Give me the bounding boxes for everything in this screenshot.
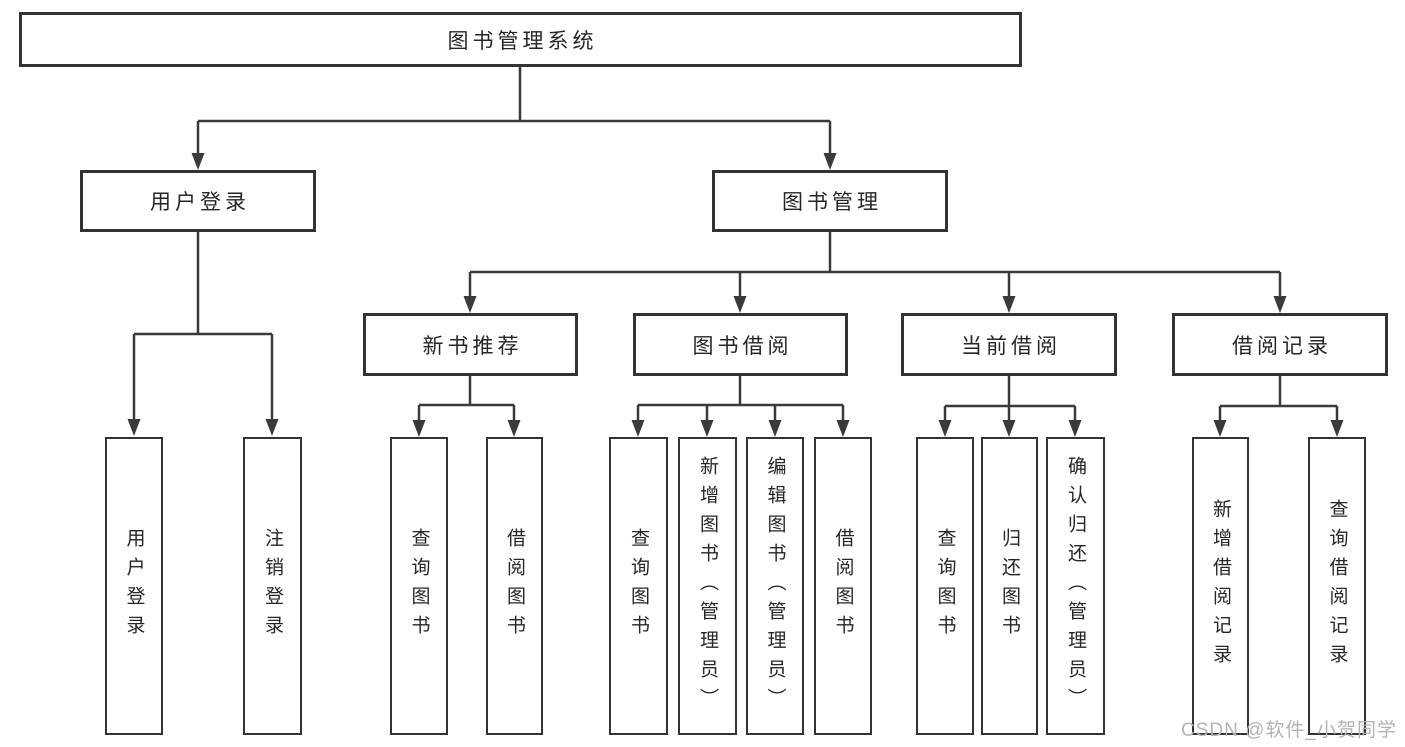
node-label: 当前借阅 [961,334,1061,358]
node-current-borrow: 当前借阅 [901,313,1117,376]
node-label: 新增借阅记录 [1210,499,1231,673]
arrowhead [1002,420,1016,437]
node-leaf-confirm-return-admin: 确认归还（管理员） [1046,437,1105,735]
node-leaf-return-books: 归还图书 [981,437,1038,735]
arrowhead [463,296,477,313]
arrowhead [938,420,952,437]
node-borrow-records: 借阅记录 [1172,313,1388,376]
node-leaf-query-books-borrow: 查询图书 [609,437,668,735]
node-label: 查询图书 [408,528,430,644]
node-user-login: 用户登录 [80,170,316,232]
node-leaf-query-books-recommend: 查询图书 [390,437,448,735]
arrowhead [1213,420,1227,437]
arrowhead [127,419,141,436]
node-label: 注销登录 [262,528,283,644]
arrowhead [836,420,850,437]
node-leaf-query-borrow-record: 查询借阅记录 [1308,437,1366,735]
node-leaf-logout: 注销登录 [243,437,302,735]
node-label: 新书推荐 [422,334,523,358]
node-book-borrow: 图书借阅 [633,313,848,376]
arrowhead-group [127,153,1344,437]
arrowhead [1068,420,1082,437]
node-label: 借阅图书 [504,528,525,644]
arrowhead [507,420,521,437]
arrowhead [1002,296,1016,313]
arrowhead [733,296,747,313]
node-label: 新增图书（管理员） [697,455,718,717]
node-label: 图书借阅 [692,334,793,358]
arrowhead [700,420,714,437]
node-label: 用户登录 [150,191,250,214]
node-leaf-query-books-current: 查询图书 [916,437,974,735]
node-new-book-recommend: 新书推荐 [363,313,578,376]
node-label: 归还图书 [999,528,1020,644]
node-library-system: 图书管理系统 [19,12,1022,67]
node-leaf-borrow-books: 借阅图书 [814,437,872,735]
arrowhead [768,420,782,437]
node-leaf-borrow-books-recommend: 借阅图书 [486,437,543,735]
node-label: 确认归还（管理员） [1065,455,1086,717]
arrowhead [823,153,837,170]
node-book-management: 图书管理 [712,170,948,232]
node-label: 编辑图书（管理员） [764,455,786,717]
arrowhead [191,153,205,170]
arrowhead [412,420,426,437]
watermark-text: CSDN @软件_小贺同学 [1181,720,1397,741]
node-label: 借阅记录 [1232,334,1332,358]
node-leaf-add-borrow-record: 新增借阅记录 [1192,437,1249,735]
node-label: 查询图书 [934,528,956,644]
node-label: 借阅图书 [832,528,854,644]
node-leaf-user-login: 用户登录 [105,437,163,735]
node-label: 查询借阅记录 [1326,499,1348,673]
node-leaf-edit-books-admin: 编辑图书（管理员） [746,437,804,735]
node-label: 图书管理系统 [447,29,598,53]
arrowhead [1273,296,1287,313]
arrowhead [1330,420,1344,437]
node-label: 查询图书 [628,528,649,644]
arrowhead [265,419,279,436]
node-label: 图书管理 [782,191,882,214]
arrowhead [631,420,645,437]
node-leaf-add-books-admin: 新增图书（管理员） [678,437,737,735]
node-label: 用户登录 [123,528,145,644]
